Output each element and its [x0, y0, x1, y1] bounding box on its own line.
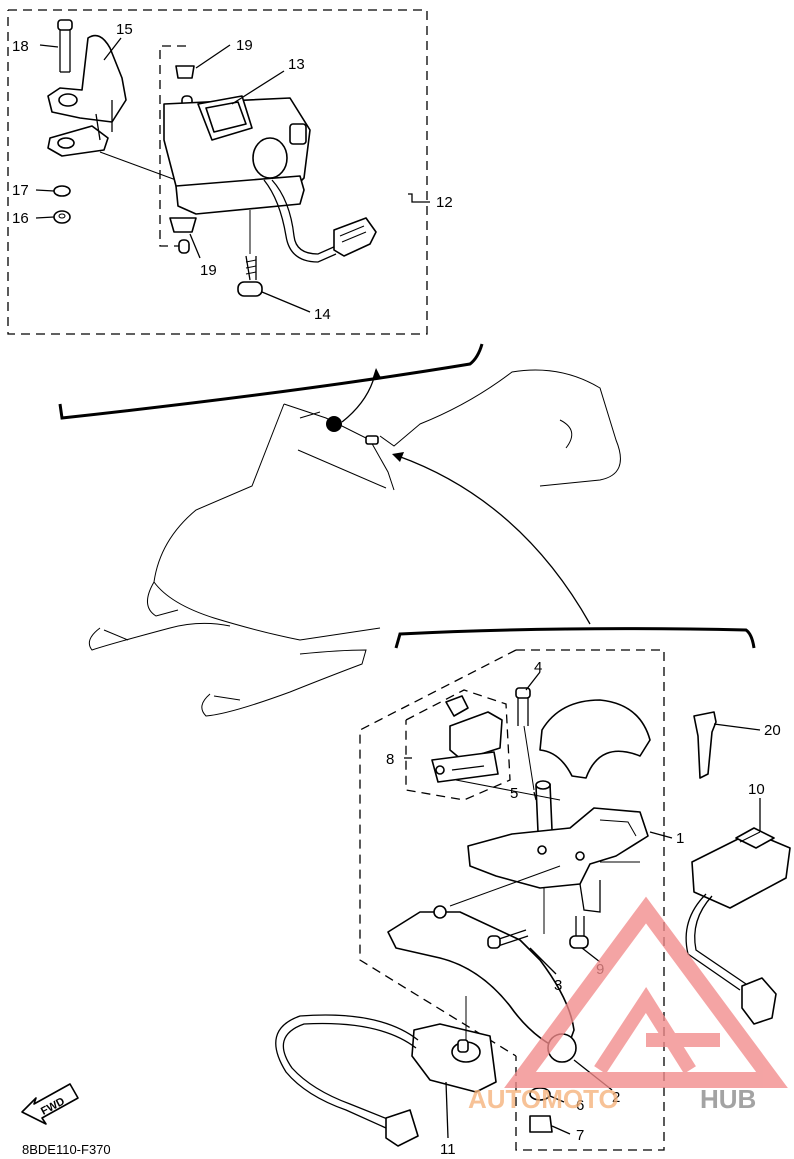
- detail-box-12: 18 15 19 13 17 16 19 14 12: [7, 9, 453, 335]
- callout-6: 6: [576, 1097, 584, 1114]
- sensor-unit-part-13: [163, 95, 377, 263]
- bolt-part-18: [57, 19, 73, 73]
- watermark-text-automoto: AUTOMOTO: [468, 1084, 619, 1114]
- bolt-part-4: [515, 687, 535, 791]
- callout-8: 8: [386, 751, 394, 768]
- screw-part-3: [487, 929, 529, 949]
- callout-5: 5: [510, 785, 518, 802]
- watermark-text-hub: HUB: [700, 1084, 756, 1114]
- callout-19: 19: [236, 37, 253, 54]
- diagram-code: 8BDE110-F370: [22, 1142, 111, 1157]
- collar-part-5: [535, 780, 553, 833]
- callout-18: 18: [12, 38, 29, 55]
- location-marker: [326, 416, 342, 432]
- switch-part-11: [275, 1014, 497, 1147]
- snowmobile-outline: [58, 343, 756, 717]
- switch-part-8: [431, 695, 503, 783]
- watermark-logo: AUTOMOTO HUB: [468, 896, 788, 1114]
- detail-box-1: 4 8 5 1 10 20 3 9 2 6 7 11: [275, 649, 791, 1158]
- fwd-arrow-icon: FWD: [21, 1083, 79, 1125]
- callout-19: 19: [200, 262, 217, 279]
- callout-4: 4: [534, 659, 542, 676]
- callout-2: 2: [612, 1089, 620, 1106]
- callout-17: 17: [12, 182, 29, 199]
- washer-part-17: [53, 185, 71, 197]
- nut-part-7: [529, 1115, 553, 1133]
- callout-20: 20: [764, 722, 781, 739]
- callout-13: 13: [288, 56, 305, 73]
- cable-tie-part-20: [693, 711, 717, 779]
- callout-15: 15: [116, 21, 133, 38]
- switch-part-10: [685, 827, 791, 1025]
- bracket-lever: [467, 807, 649, 913]
- callout-3: 3: [554, 977, 562, 994]
- callout-16: 16: [12, 210, 29, 227]
- callout-7: 7: [576, 1127, 584, 1144]
- callout-10: 10: [748, 781, 765, 798]
- lever-cover: [539, 699, 651, 779]
- bolt-part-9: [569, 916, 589, 949]
- callout-12: 12: [436, 194, 453, 211]
- callout-1: 1: [676, 830, 684, 847]
- nut-part-16: [53, 210, 71, 224]
- callout-14: 14: [314, 306, 331, 323]
- screw-part-14: [237, 210, 263, 297]
- grommet-part-19-bottom: [169, 217, 197, 254]
- callout-11: 11: [440, 1141, 456, 1158]
